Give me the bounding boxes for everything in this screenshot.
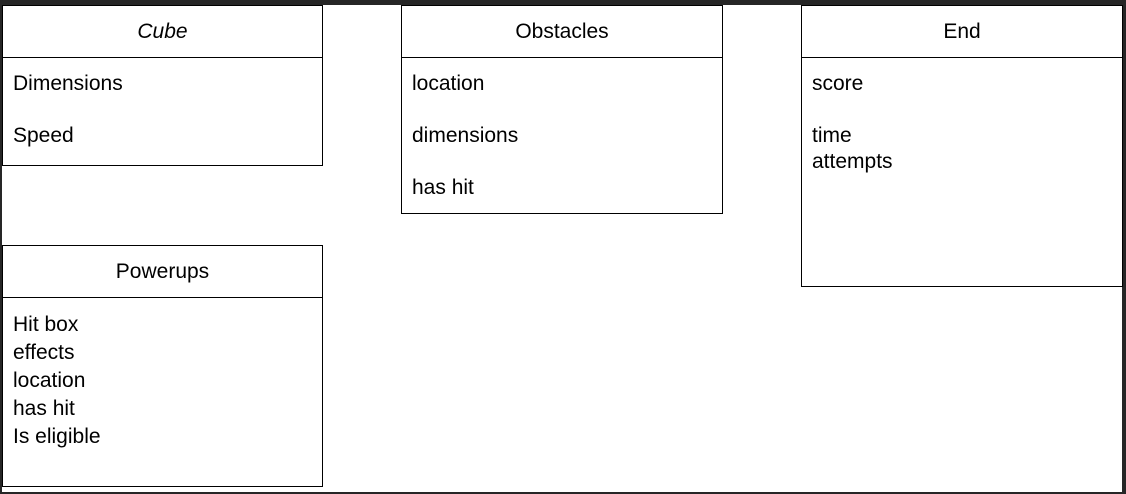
attribute-has-hit: has hit (412, 176, 474, 199)
attribute-dimensions: Dimensions (13, 72, 123, 95)
class-box-cube[interactable]: Cube Dimensions Speed (2, 5, 323, 166)
class-box-powerups[interactable]: Powerups Hit box effects location has hi… (2, 245, 323, 487)
attribute-list-end: score time attempts (802, 58, 1122, 175)
attribute-list-cube: Dimensions Speed (3, 58, 322, 149)
diagram-canvas: Cube Dimensions Speed Obstacles location… (2, 5, 1123, 492)
attribute-location: location (13, 369, 86, 392)
class-name-end: End (802, 6, 1122, 58)
attribute-location: location (412, 72, 485, 95)
class-name-powerups: Powerups (3, 246, 322, 298)
attribute-time: time (812, 124, 852, 147)
attribute-dimensions: dimensions (412, 124, 519, 147)
class-box-end[interactable]: End score time attempts (801, 5, 1123, 287)
attribute-hit-box: Hit box (13, 313, 79, 336)
attribute-list-obstacles: location dimensions has hit (402, 58, 722, 201)
attribute-score: score (812, 72, 864, 95)
attribute-effects: effects (13, 341, 75, 364)
attribute-has-hit: has hit (13, 397, 75, 420)
attribute-is-eligible: Is eligible (13, 425, 101, 448)
class-name-obstacles: Obstacles (402, 6, 722, 58)
attribute-speed: Speed (13, 124, 74, 147)
class-box-obstacles[interactable]: Obstacles location dimensions has hit (401, 5, 723, 214)
class-name-cube: Cube (3, 6, 322, 58)
attribute-attempts: attempts (812, 150, 893, 173)
attribute-list-powerups: Hit box effects location has hit Is elig… (3, 298, 322, 451)
